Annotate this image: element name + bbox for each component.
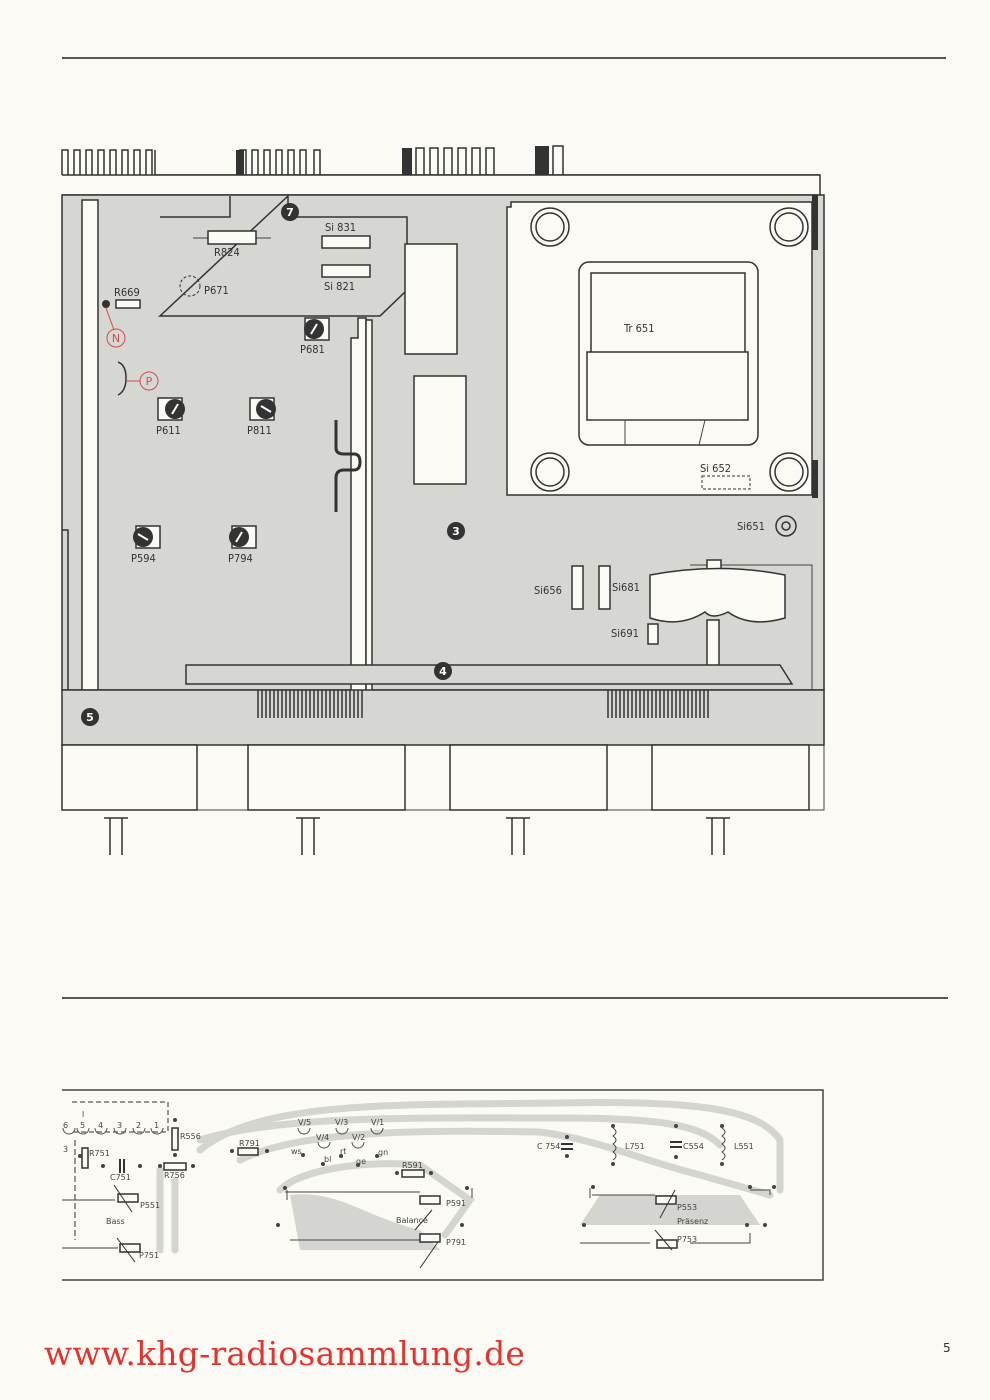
svg-text:P791: P791	[446, 1238, 466, 1247]
svg-text:7: 7	[286, 206, 294, 219]
fuse-si656	[571, 565, 584, 610]
svg-text:C554: C554	[683, 1142, 704, 1151]
connector-combs	[257, 690, 709, 718]
svg-text:V/5: V/5	[298, 1118, 311, 1127]
label-p811: P811	[247, 424, 272, 437]
label-connector: I	[82, 1110, 84, 1119]
svg-text:5: 5	[80, 1121, 85, 1130]
page-number: 5	[943, 1341, 951, 1355]
trimmer-p671	[179, 275, 201, 297]
svg-text:P751: P751	[139, 1251, 159, 1260]
label-si691: Si691	[611, 627, 639, 640]
badge-3	[447, 522, 465, 540]
svg-text:Bass: Bass	[106, 1217, 125, 1226]
svg-text:V/1: V/1	[371, 1118, 384, 1127]
svg-text:C751: C751	[110, 1173, 131, 1182]
svg-text:V/2: V/2	[352, 1133, 365, 1142]
badge-7	[281, 203, 299, 221]
badge-4	[434, 662, 452, 680]
board-rail	[81, 199, 99, 691]
label-p794: P794	[228, 552, 253, 565]
svg-text:P551: P551	[140, 1201, 160, 1210]
label-si656: Si656	[534, 584, 562, 597]
trimmer-p811[interactable]	[249, 397, 276, 421]
svg-text:ge: ge	[356, 1157, 366, 1166]
svg-text:3: 3	[452, 525, 460, 538]
mounting-holes	[530, 207, 809, 492]
slide-rail	[334, 317, 373, 690]
push-buttons	[61, 744, 825, 855]
svg-text:R791: R791	[239, 1139, 260, 1148]
label-si652: Si 652	[700, 462, 731, 475]
svg-text:C 754: C 754	[537, 1142, 560, 1151]
svg-text:P: P	[146, 375, 153, 388]
resistor-r824	[207, 230, 257, 245]
label-si831: Si 831	[325, 221, 356, 234]
front-bar	[61, 689, 825, 746]
fuse-si652	[701, 475, 751, 490]
svg-text:L751: L751	[625, 1142, 645, 1151]
svg-text:4: 4	[439, 665, 447, 678]
svg-text:N: N	[112, 332, 120, 345]
svg-text:5: 5	[86, 711, 94, 724]
badge-5	[81, 708, 99, 726]
svg-text:2: 2	[136, 1121, 141, 1130]
svg-text:V/3: V/3	[335, 1118, 348, 1127]
svg-text:R756: R756	[164, 1171, 185, 1180]
resistor-r669	[115, 299, 141, 309]
label-si651: Si651	[737, 520, 765, 533]
svg-text:P553: P553	[677, 1203, 697, 1212]
dial-drum	[649, 559, 813, 690]
component-block	[404, 243, 458, 355]
svg-text:R556: R556	[180, 1132, 201, 1141]
label-p681: P681	[300, 343, 325, 356]
trimmer-p611[interactable]	[157, 397, 185, 421]
trimmer-p794[interactable]	[229, 525, 257, 549]
watermark: www.khg-radiosammlung.de	[44, 1334, 526, 1373]
svg-text:V/4: V/4	[316, 1133, 329, 1142]
label-si681: Si681	[612, 581, 640, 594]
svg-text:Präsenz: Präsenz	[677, 1217, 708, 1226]
svg-text:6: 6	[63, 1121, 68, 1130]
label-tr651: Tr 651	[623, 322, 655, 335]
label-p611: P611	[156, 424, 181, 437]
svg-text:4: 4	[98, 1121, 103, 1130]
svg-text:3: 3	[63, 1145, 68, 1154]
label-r824: R824	[214, 246, 240, 259]
pcb-tone-control	[62, 1089, 824, 1281]
svg-text:ws: ws	[291, 1147, 302, 1156]
trimmer-p681[interactable]	[304, 317, 330, 341]
heatsink-fins	[61, 145, 820, 176]
connector-pins: 6 5 4 3 2 1 3	[63, 1121, 159, 1154]
label-p671: P671	[204, 284, 229, 297]
svg-text:L551: L551	[734, 1142, 754, 1151]
label-r669: R669	[114, 286, 140, 299]
trimmer-p594[interactable]	[133, 525, 161, 549]
fuse-si831	[321, 235, 371, 249]
svg-text:rt: rt	[340, 1147, 346, 1156]
svg-text:bl: bl	[324, 1155, 331, 1164]
svg-text:R591: R591	[402, 1161, 423, 1170]
test-point-n	[106, 328, 126, 348]
svg-text:P753: P753	[677, 1235, 697, 1244]
label-si821: Si 821	[324, 280, 355, 293]
pcb-labels: R556 R751 C751 R756 P551 Bass P751 R791 …	[89, 1118, 754, 1260]
svg-text:1: 1	[154, 1121, 159, 1130]
transformer-tr651	[578, 261, 759, 446]
scale-bar	[185, 664, 794, 685]
label-p594: P594	[131, 552, 156, 565]
svg-text:3: 3	[117, 1121, 122, 1130]
fuse-si691	[647, 623, 659, 645]
svg-text:gn: gn	[378, 1148, 388, 1157]
component-block	[413, 375, 467, 485]
svg-text:Balance: Balance	[396, 1216, 428, 1225]
fuse-si821	[321, 264, 371, 278]
svg-text:P591: P591	[446, 1199, 466, 1208]
chassis-top	[62, 174, 821, 196]
fuse-si681	[598, 565, 611, 610]
test-point-p	[139, 371, 159, 391]
svg-text:R751: R751	[89, 1149, 110, 1158]
fuse-si651	[775, 515, 797, 537]
